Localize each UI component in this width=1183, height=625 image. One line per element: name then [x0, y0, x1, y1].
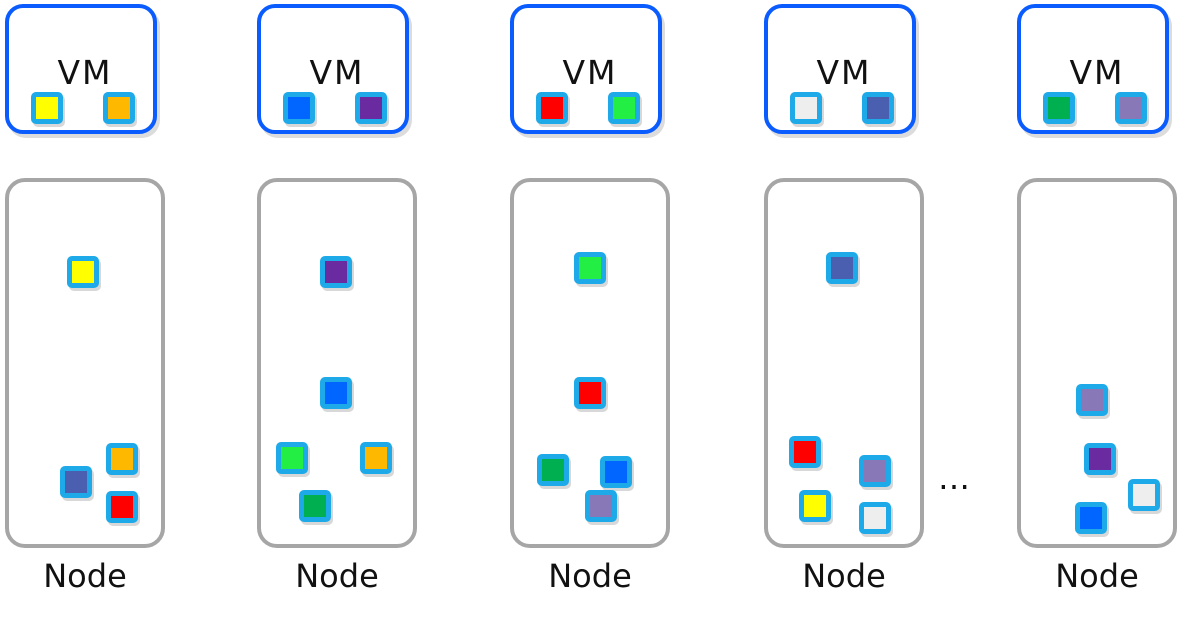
node-chip: [799, 490, 831, 522]
node-label: Node: [1055, 557, 1139, 595]
vm-chip: [355, 92, 387, 124]
node-chip: [106, 491, 138, 523]
vm-chip: [103, 92, 135, 124]
column-2: VM Node: [257, 0, 417, 625]
node-chip: [1076, 384, 1108, 416]
node-chip: [537, 454, 569, 486]
node-chip: [600, 456, 632, 488]
node-chip: [276, 442, 308, 474]
vm-label: VM: [562, 53, 618, 92]
node-chip: [859, 455, 891, 487]
vm-chip: [608, 92, 640, 124]
node-box: [764, 178, 924, 548]
vm-label: VM: [57, 53, 113, 92]
node-chip: [574, 377, 606, 409]
vm-chip: [790, 92, 822, 124]
node-chip: [1128, 479, 1160, 511]
node-label: Node: [548, 557, 632, 595]
node-chip: [320, 256, 352, 288]
node-chip: [585, 490, 617, 522]
vm-chip: [283, 92, 315, 124]
node-chip: [859, 502, 891, 534]
node-chip: [574, 252, 606, 284]
vm-label: VM: [1069, 53, 1125, 92]
column-1: VM Node: [5, 0, 165, 625]
node-chip: [1084, 443, 1116, 475]
node-box: [257, 178, 417, 548]
node-box: [510, 178, 670, 548]
column-5: VM Node: [1017, 0, 1177, 625]
vm-label: VM: [309, 53, 365, 92]
vm-box: VM: [510, 4, 662, 134]
vm-chip: [862, 92, 894, 124]
vm-label: VM: [816, 53, 872, 92]
node-chip: [789, 436, 821, 468]
vm-box: VM: [764, 4, 916, 134]
node-chip: [360, 442, 392, 474]
node-chip: [67, 256, 99, 288]
node-chip: [1075, 502, 1107, 534]
vm-box: VM: [5, 4, 157, 134]
vm-chip: [1115, 92, 1147, 124]
node-chip: [106, 443, 138, 475]
node-chip: [320, 377, 352, 409]
ellipsis: …: [938, 459, 971, 497]
column-3: VM Node: [510, 0, 670, 625]
vm-chip: [31, 92, 63, 124]
node-label: Node: [295, 557, 379, 595]
node-chip: [299, 490, 331, 522]
node-label: Node: [802, 557, 886, 595]
column-4: VM Node: [764, 0, 924, 625]
node-label: Node: [43, 557, 127, 595]
node-chip: [826, 252, 858, 284]
vm-chip: [536, 92, 568, 124]
node-chip: [60, 466, 92, 498]
vm-chip: [1043, 92, 1075, 124]
